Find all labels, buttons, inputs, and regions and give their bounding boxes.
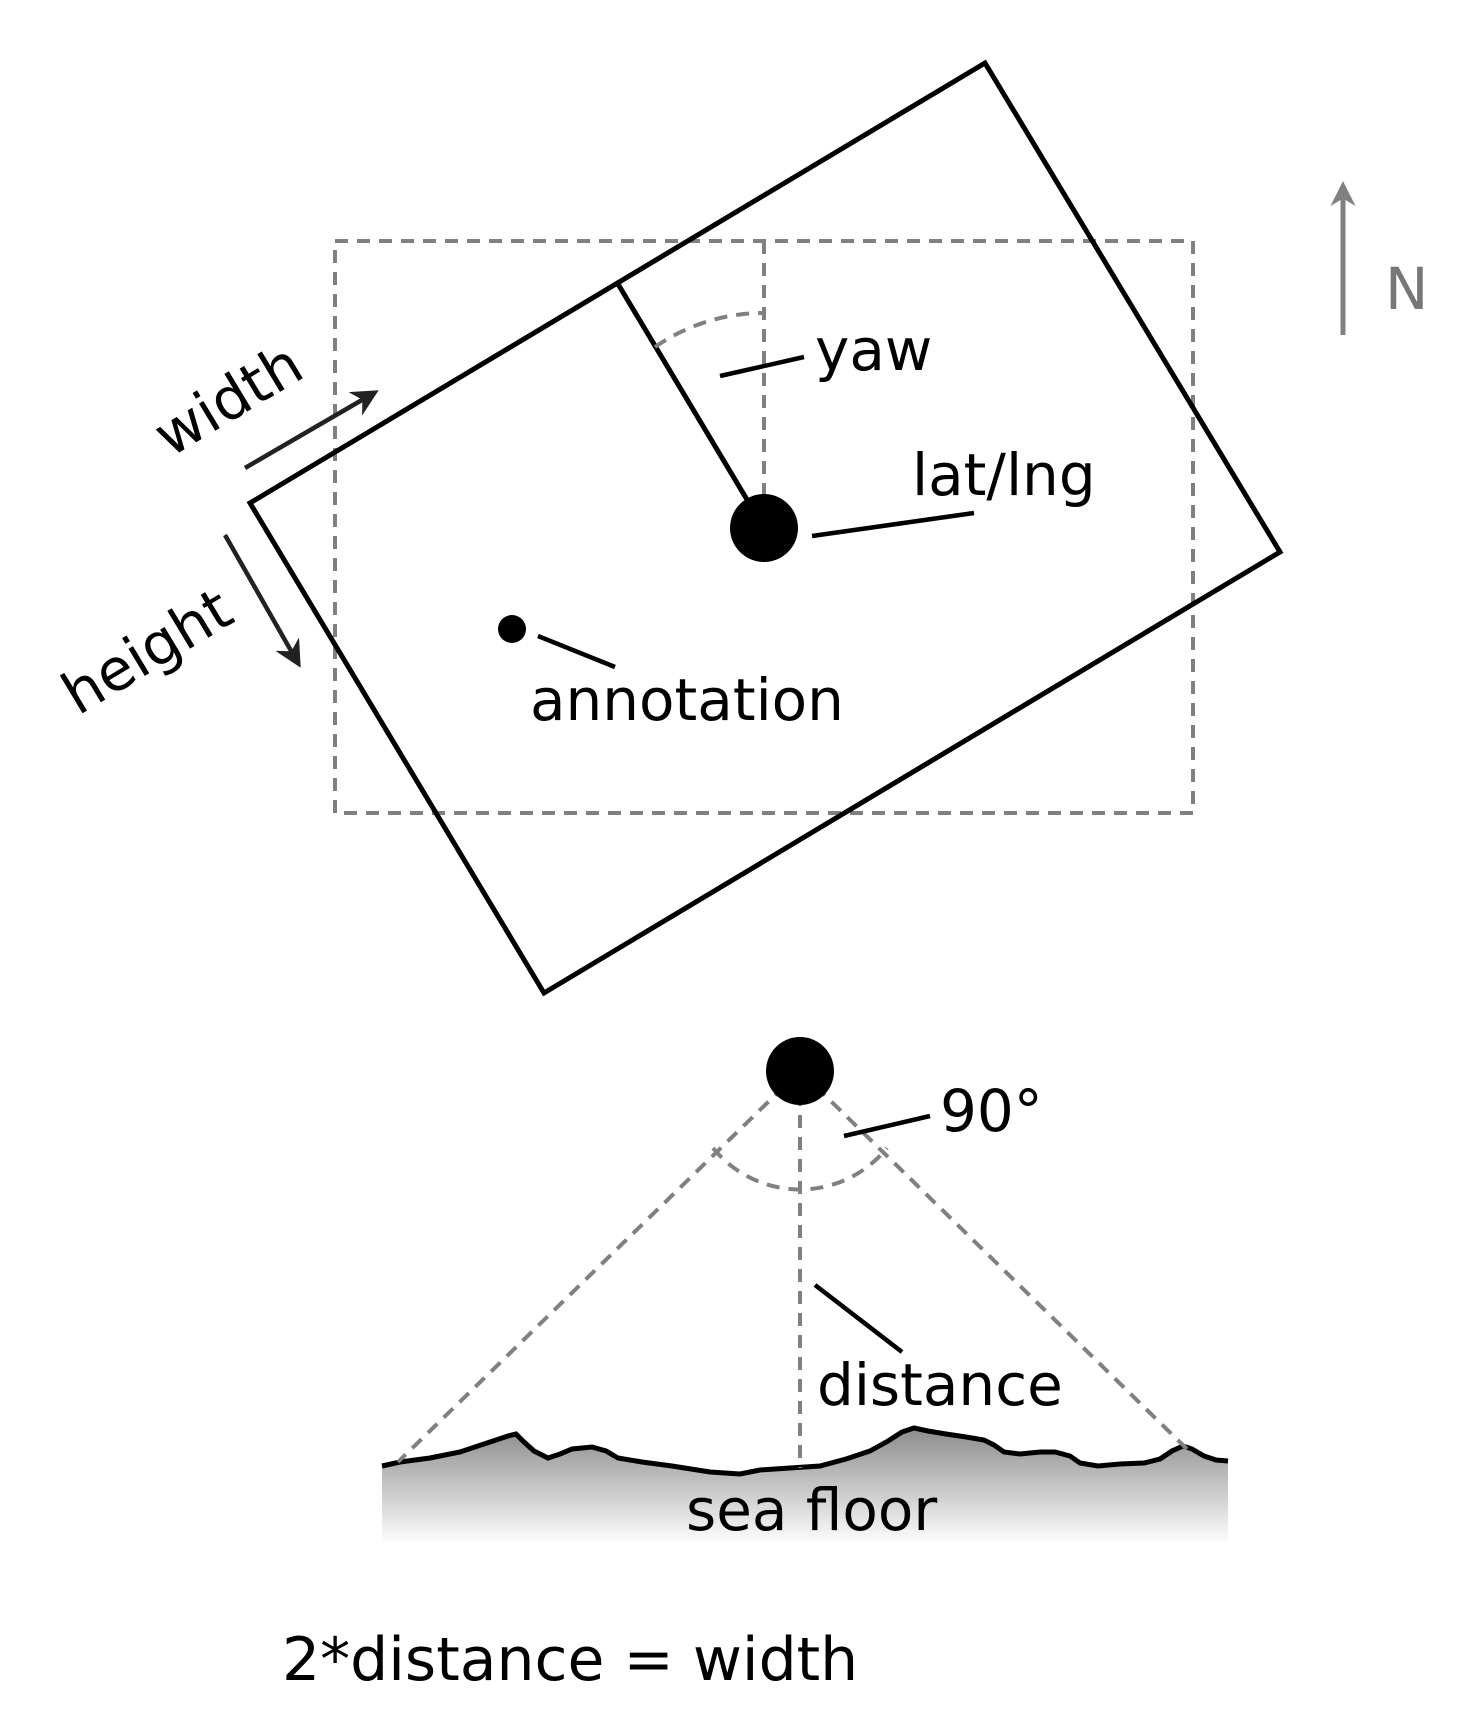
yaw-label: yaw <box>815 316 932 384</box>
distance-label: distance <box>817 1351 1063 1419</box>
width-label: width <box>142 329 314 470</box>
height-label: height <box>50 574 243 728</box>
width-arrow <box>243 390 379 470</box>
fov-left-edge <box>396 1069 802 1464</box>
camera-point-icon <box>730 494 798 562</box>
sea-floor-fill <box>382 1428 1228 1545</box>
angle-leader <box>843 1113 931 1139</box>
distance-leader <box>813 1283 904 1354</box>
fov-angle-arc <box>711 1146 889 1192</box>
sea-floor-label: sea floor <box>686 1476 937 1544</box>
lat-lng-leader <box>811 510 975 539</box>
camera-point-icon <box>766 1037 834 1105</box>
formula-label: 2*distance = width <box>282 1625 858 1695</box>
annotation-leader <box>537 633 616 670</box>
top-view: yaw lat/lng annotation width height N <box>50 59 1428 997</box>
annotation-label: annotation <box>530 666 844 734</box>
fov-right-edge <box>798 1069 1192 1454</box>
footprint-rectangle <box>246 59 1284 997</box>
yaw-arc <box>653 310 765 349</box>
north-label: N <box>1385 255 1428 323</box>
sea-floor-line <box>381 1425 1229 1477</box>
annotation-point-icon <box>498 615 526 643</box>
heading-line <box>615 282 767 530</box>
lat-lng-label: lat/lng <box>912 441 1096 509</box>
yaw-leader <box>719 354 805 379</box>
height-arrow <box>223 533 301 668</box>
side-view: 90° distance sea floor <box>381 1037 1229 1545</box>
angle-label: 90° <box>940 1077 1043 1145</box>
